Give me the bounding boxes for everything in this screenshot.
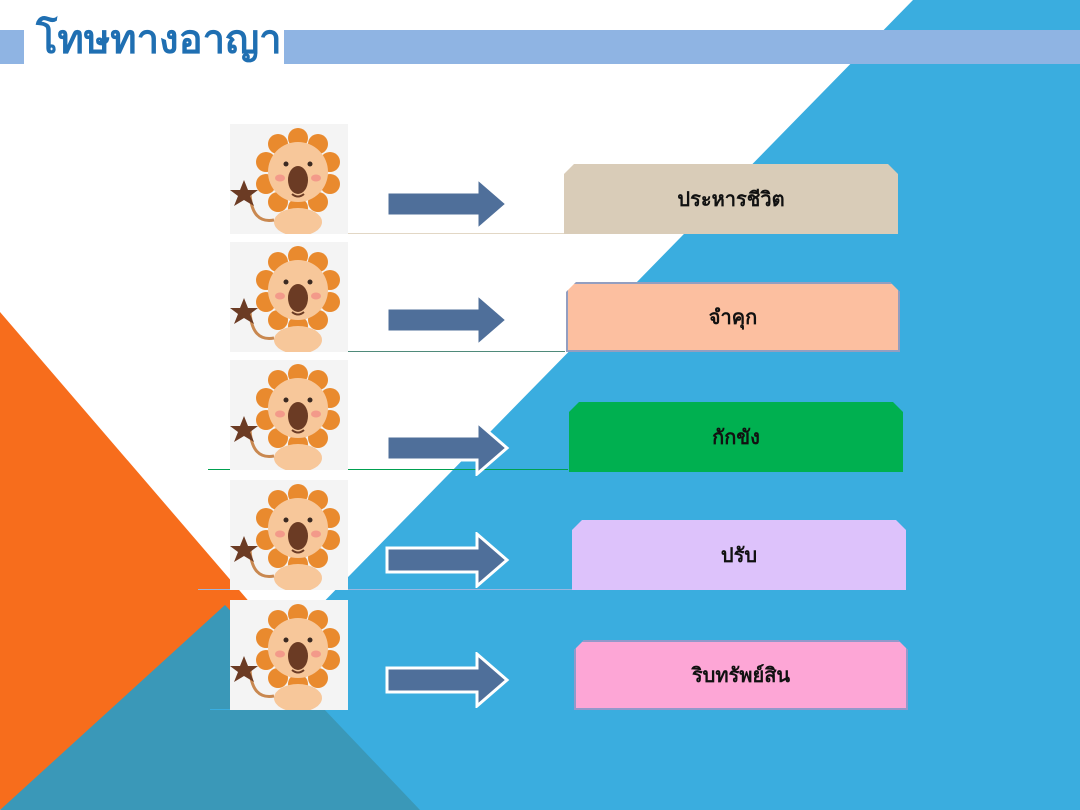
title-right-bar (284, 30, 1080, 64)
penalty-label: ปรับ (720, 543, 758, 567)
right-arrow-icon (385, 420, 511, 476)
slide-title: โทษทางอาญา (36, 17, 282, 63)
penalty-label: จำคุก (708, 305, 758, 329)
right-arrow-icon (385, 532, 511, 588)
penalty-label-box: ปรับ (572, 520, 906, 590)
right-arrow-icon (385, 652, 511, 708)
penalty-row: จำคุก (0, 242, 1080, 354)
penalty-label-box: ริบทรัพย์สิน (574, 640, 908, 710)
lion-icon (230, 480, 348, 590)
row-divider (208, 469, 568, 470)
orange-triangle (0, 312, 258, 810)
right-arrow-icon (385, 292, 511, 348)
penalty-label-box: ประหารชีวิต (564, 164, 898, 234)
penalty-label-box: จำคุก (566, 282, 900, 352)
lion-icon (230, 360, 348, 470)
lion-icon (230, 600, 348, 710)
teal-triangle (0, 605, 420, 810)
row-divider (345, 233, 565, 234)
lion-icon (230, 124, 348, 234)
row-divider (345, 351, 565, 352)
penalty-label: กักขัง (712, 425, 760, 449)
title-left-bar (0, 30, 24, 64)
penalty-label: ประหารชีวิต (677, 187, 785, 211)
penalty-row: ประหารชีวิต (0, 124, 1080, 236)
penalty-label-box: กักขัง (569, 402, 903, 472)
penalty-row: กักขัง (0, 360, 1080, 476)
penalty-label: ริบทรัพย์สิน (691, 663, 791, 687)
penalty-row: ริบทรัพย์สิน (0, 600, 1080, 712)
row-divider (210, 709, 574, 710)
right-arrow-icon (385, 176, 511, 232)
penalty-row: ปรับ (0, 480, 1080, 592)
row-divider (198, 589, 572, 590)
lion-icon (230, 242, 348, 352)
